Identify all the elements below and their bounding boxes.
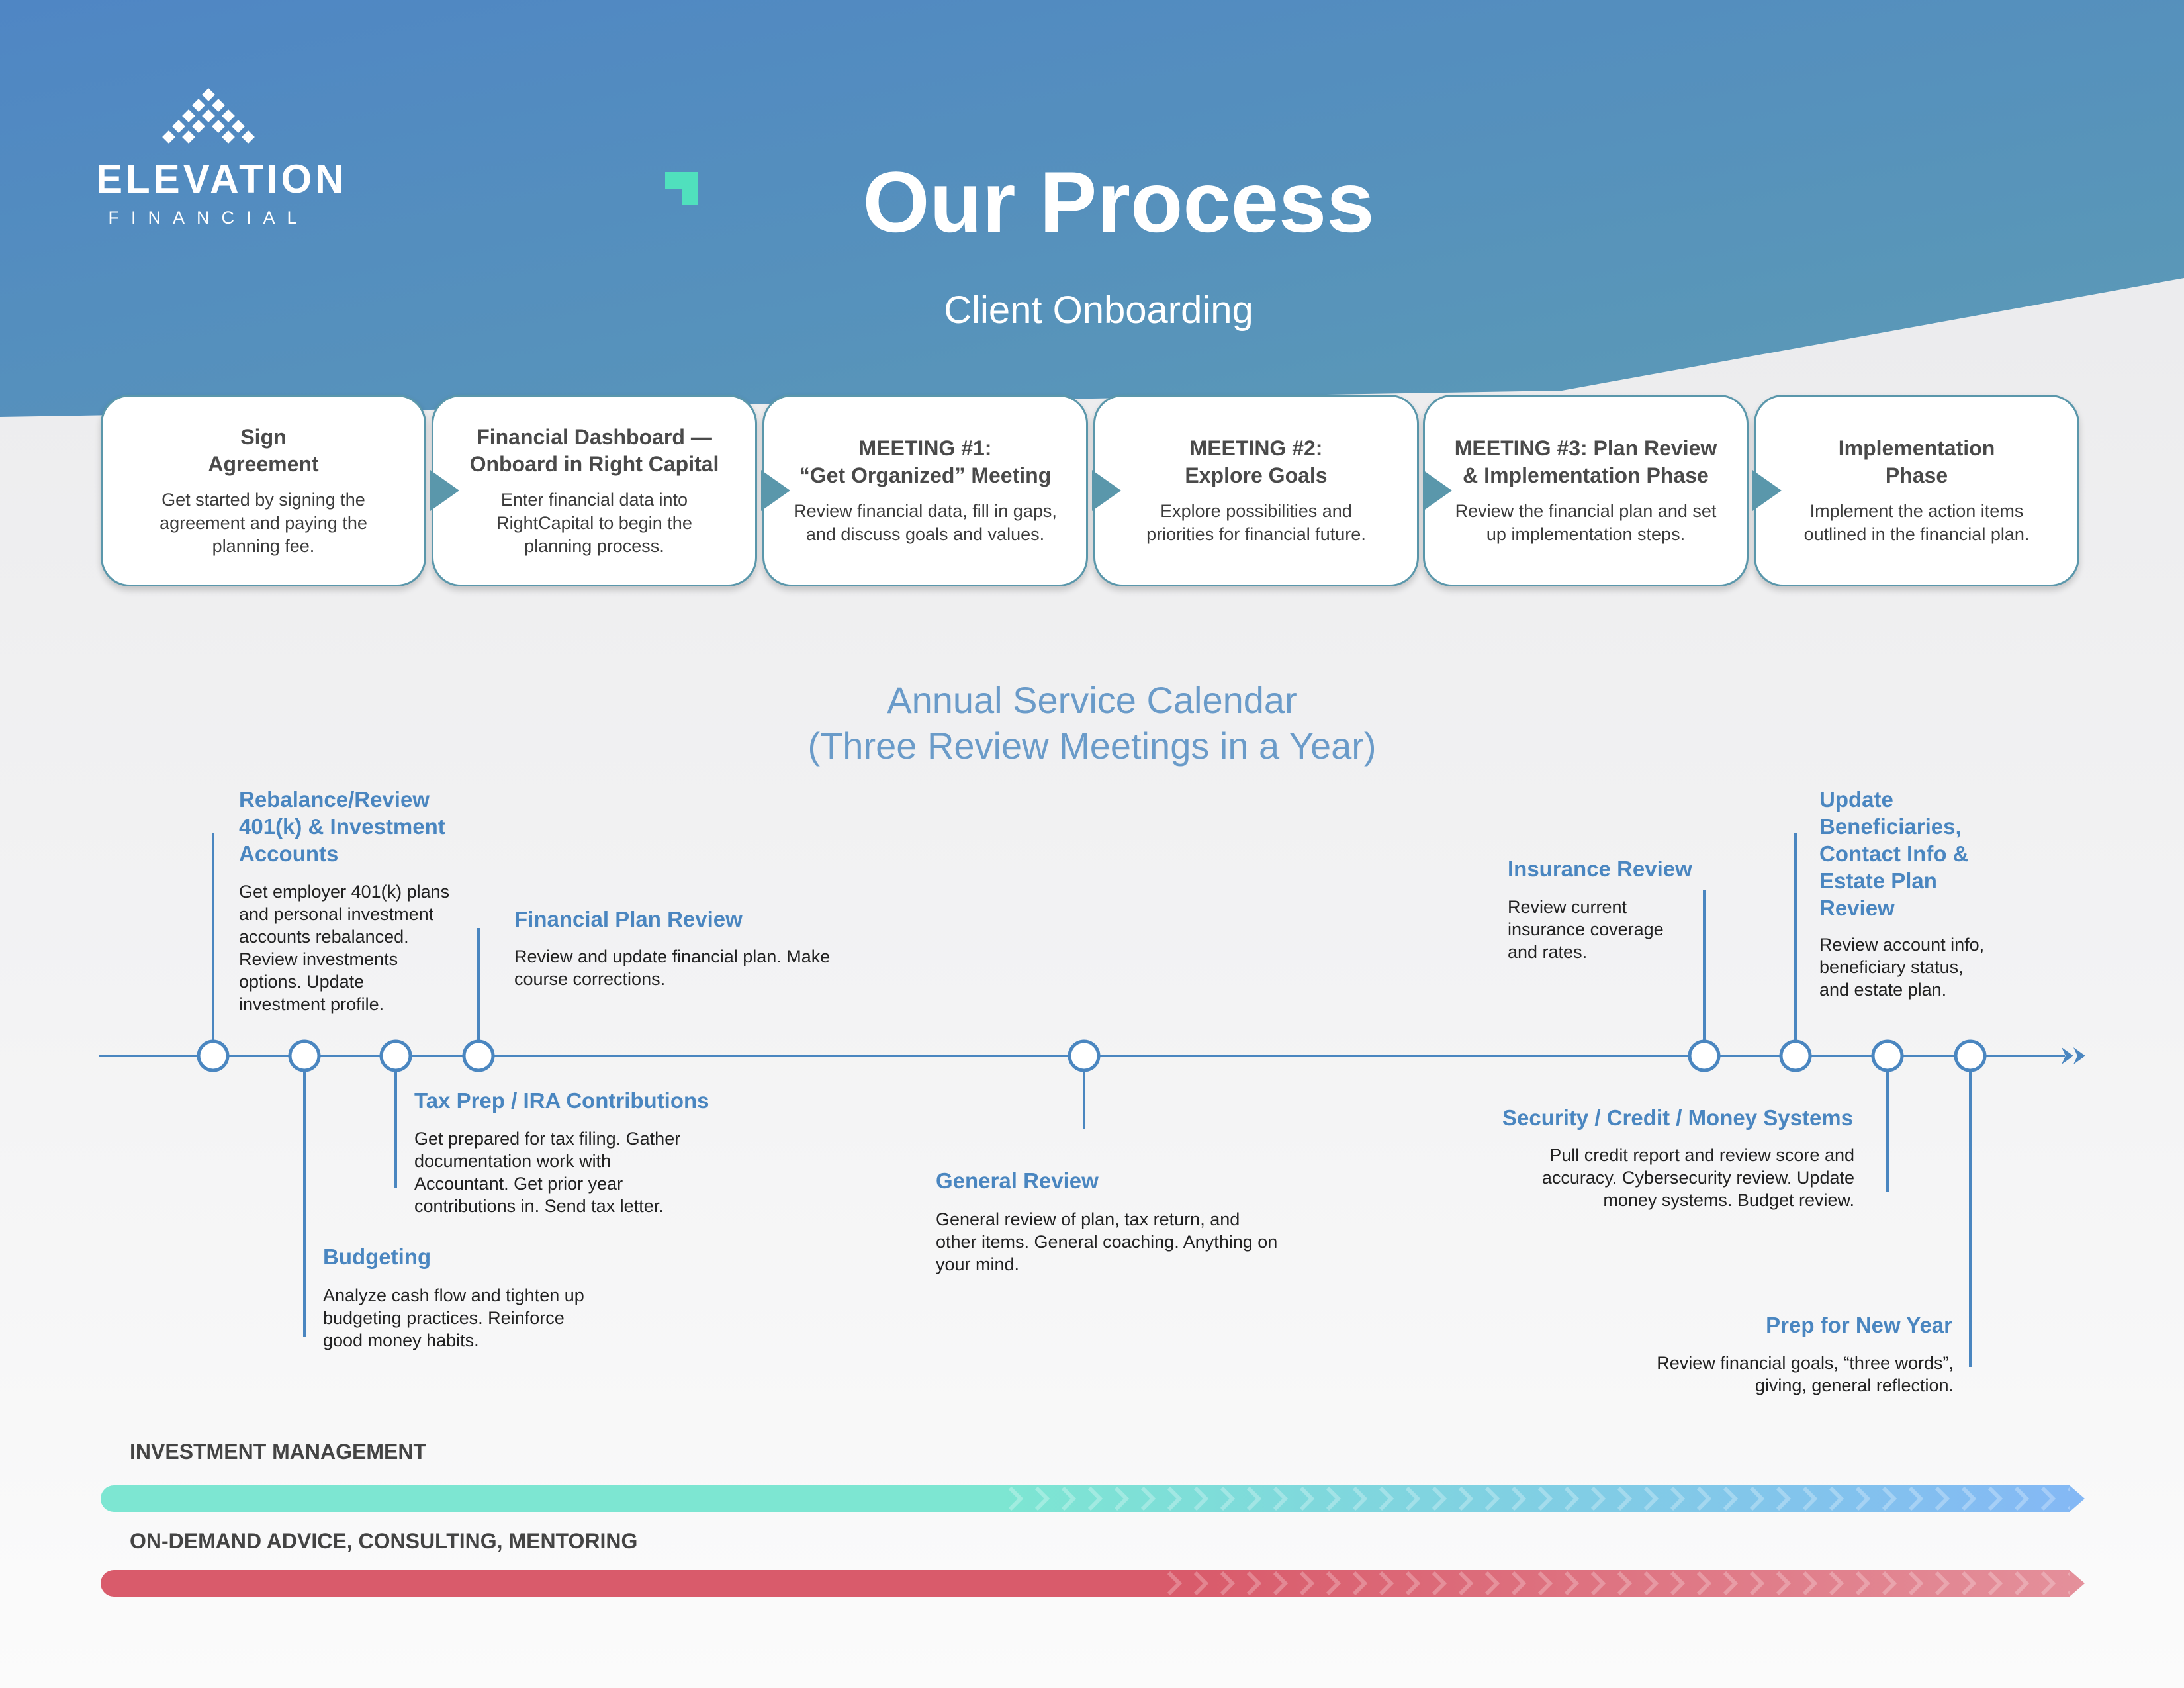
onboarding-step-meeting-3: MEETING #3: Plan Review & Implementation… — [1423, 395, 1749, 586]
onboarding-step-implementation: Implementation Phase Implement the actio… — [1754, 395, 2079, 586]
step-description: Explore possibilities and priorities for… — [1146, 501, 1366, 544]
event-title-security-credit: Security / Credit / Money Systems — [1502, 1105, 1853, 1130]
header-background — [0, 0, 2184, 417]
step-arrow-icon — [430, 470, 459, 511]
event-title-budgeting: Budgeting — [323, 1244, 432, 1269]
investment-management-bar — [101, 1485, 2085, 1512]
logo-diamond-mark — [162, 88, 255, 144]
event-desc-general-review: General review of plan, tax return, and … — [936, 1209, 1278, 1274]
event-desc-financial-plan-review: Review and update financial plan. Make c… — [514, 947, 831, 989]
brand-name: ELEVATION — [96, 157, 347, 201]
timeline-node — [1954, 1039, 1987, 1072]
step-arrow-icon — [761, 470, 790, 511]
timeline-node — [197, 1039, 230, 1072]
event-desc-rebalance: Get employer 401(k) plans and personal i… — [239, 882, 450, 1014]
onboarding-step-sign-agreement: Sign Agreement Get started by signing th… — [101, 395, 426, 586]
timeline-node — [288, 1039, 321, 1072]
event-desc-security-credit: Pull credit report and review score and … — [1541, 1145, 1854, 1210]
event-title-rebalance: Rebalance/Review 401(k) & Investment Acc… — [239, 787, 445, 866]
timeline-node — [462, 1039, 495, 1072]
corner-accent-icon — [665, 172, 698, 205]
timeline-node — [1068, 1039, 1101, 1072]
step-title: MEETING #1: “Get Organized” Meeting — [799, 436, 1052, 487]
event-title-insurance-review: Insurance Review — [1508, 857, 1692, 881]
onboarding-step-meeting-1: MEETING #1: “Get Organized” Meeting Revi… — [762, 395, 1088, 586]
step-description: Enter financial data into RightCapital t… — [496, 489, 692, 556]
brand-subname: FINANCIAL — [108, 208, 309, 228]
investment-management-label: INVESTMENT MANAGEMENT — [130, 1440, 426, 1464]
calendar-subtitle: (Three Review Meetings in a Year) — [807, 725, 1377, 767]
event-title-beneficiaries: Update Beneficiaries, Contact Info & Est… — [1819, 787, 1969, 920]
step-arrow-icon — [1092, 470, 1121, 511]
step-title: MEETING #3: Plan Review & Implementation… — [1454, 436, 1717, 487]
step-arrow-icon — [1752, 470, 1782, 511]
timeline-end-arrow-icon — [2062, 1047, 2085, 1064]
step-description: Implement the action items outlined in t… — [1803, 501, 2030, 544]
event-title-prep-new-year: Prep for New Year — [1766, 1313, 1952, 1337]
onboarding-step-meeting-2: MEETING #2: Explore Goals Explore possib… — [1093, 395, 1419, 586]
event-title-financial-plan-review: Financial Plan Review — [514, 907, 743, 931]
event-desc-prep-new-year: Review financial goals, “three words”, g… — [1657, 1353, 1954, 1395]
event-desc-budgeting: Analyze cash flow and tighten up budgeti… — [323, 1286, 584, 1350]
on-demand-advice-bar — [101, 1570, 2085, 1597]
page-title: Our Process — [862, 154, 1375, 250]
step-title: Implementation Phase — [1838, 436, 1995, 487]
timeline-node — [1688, 1039, 1721, 1072]
step-description: Get started by signing the agreement and… — [159, 489, 367, 556]
step-title: MEETING #2: Explore Goals — [1185, 436, 1328, 487]
timeline-node — [1871, 1039, 1904, 1072]
event-desc-tax-prep: Get prepared for tax filing. Gather docu… — [414, 1129, 681, 1216]
brand-logo: ELEVATION FINANCIAL — [96, 86, 347, 232]
event-desc-insurance-review: Review current insurance coverage and ra… — [1508, 897, 1664, 962]
timeline-node — [1779, 1039, 1812, 1072]
page-subtitle: Client Onboarding — [944, 289, 1253, 332]
step-description: Review the financial plan and set up imp… — [1455, 501, 1717, 544]
calendar-title: Annual Service Calendar — [887, 679, 1297, 721]
step-description: Review financial data, fill in gaps, and… — [794, 501, 1057, 544]
onboarding-step-financial-dashboard: Financial Dashboard — Onboard in Right C… — [432, 395, 757, 586]
step-arrow-icon — [1423, 470, 1452, 511]
step-title: Financial Dashboard — Onboard in Right C… — [469, 424, 719, 476]
timeline-node — [379, 1039, 412, 1072]
event-title-general-review: General Review — [936, 1168, 1099, 1193]
step-title: Sign Agreement — [208, 424, 319, 476]
event-title-tax-prep: Tax Prep / IRA Contributions — [414, 1088, 709, 1113]
event-desc-beneficiaries: Review account info, beneficiary status,… — [1819, 935, 1985, 1000]
on-demand-advice-label: ON-DEMAND ADVICE, CONSULTING, MENTORING — [130, 1529, 638, 1553]
